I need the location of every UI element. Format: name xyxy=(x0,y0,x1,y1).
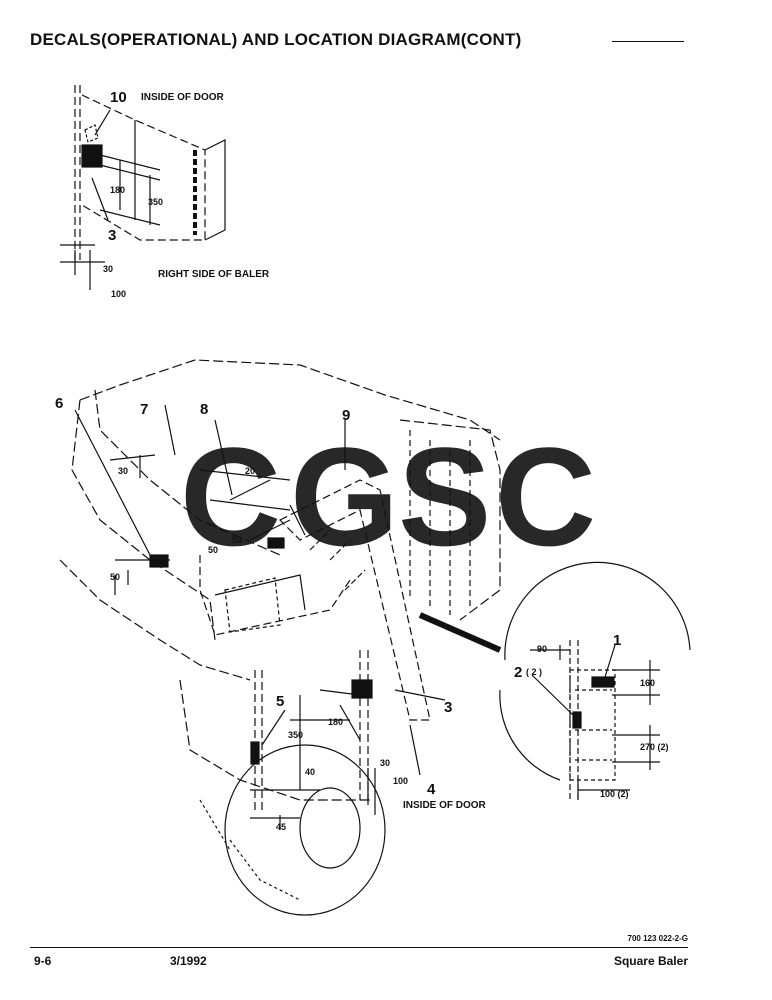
dim-main-180: 180 xyxy=(328,717,343,727)
dim-detail-270: 270 (2) xyxy=(640,742,669,752)
callout-7: 7 xyxy=(140,401,148,418)
callout-4: 4 xyxy=(427,781,436,798)
dim-detail-160: 160 xyxy=(640,678,655,688)
page-number: 9-6 xyxy=(34,954,52,968)
label-inside-of-door-top: INSIDE OF DOOR xyxy=(141,92,225,103)
dim-top-350: 350 xyxy=(148,197,163,207)
dim-main-50a: 50 xyxy=(232,535,242,545)
dim-main-30b: 30 xyxy=(380,758,390,768)
dim-main-50b: 50 xyxy=(208,545,218,555)
dim-main-45: 45 xyxy=(276,822,286,832)
callout-5: 5 xyxy=(276,693,284,710)
dim-top-100: 100 xyxy=(111,289,126,299)
dim-top-30: 30 xyxy=(103,264,113,274)
dim-main-20: 20 xyxy=(245,466,255,476)
callout-6: 6 xyxy=(55,395,63,412)
baler-drawing xyxy=(59,359,502,916)
product-name: Square Baler xyxy=(613,954,688,968)
footer-rule xyxy=(30,947,688,948)
revision-date: 3/1992 xyxy=(170,954,207,968)
callout-3-main: 3 xyxy=(444,699,452,716)
decal-detail-inset xyxy=(499,561,691,800)
dim-main-100: 100 xyxy=(393,776,408,786)
watermark: C G S C xyxy=(180,418,596,575)
callout-10: 10 xyxy=(110,89,127,106)
callout-2: 2 xyxy=(514,664,522,681)
callout-1: 1 xyxy=(613,632,621,649)
dim-main-50c: 50 xyxy=(110,572,120,582)
dim-detail-100: 100 (2) xyxy=(600,789,629,799)
page-title: DECALS(OPERATIONAL) AND LOCATION DIAGRAM… xyxy=(30,30,522,49)
title-rule xyxy=(612,41,684,42)
label-inside-of-door-bottom: INSIDE OF DOOR xyxy=(403,800,487,811)
label-detail-qty: ( 2 ) xyxy=(526,667,542,677)
watermark-letter-s: S xyxy=(398,418,491,575)
dim-main-30: 30 xyxy=(118,466,128,476)
dim-main-350: 350 xyxy=(288,730,303,740)
label-right-side-of-baler: RIGHT SIDE OF BALER xyxy=(158,269,270,280)
dim-top-180: 180 xyxy=(110,185,125,195)
callout-8: 8 xyxy=(200,401,208,418)
watermark-letter-c2: C xyxy=(495,418,596,575)
dim-detail-90: 90 xyxy=(537,644,547,654)
callout-9: 9 xyxy=(342,407,350,424)
dim-main-40: 40 xyxy=(305,767,315,777)
door-inset-drawing xyxy=(60,85,226,290)
watermark-letter-c1: C xyxy=(180,418,281,575)
callout-3-top: 3 xyxy=(108,227,116,244)
drawing-reference: 700 123 022-2-G xyxy=(627,934,689,943)
